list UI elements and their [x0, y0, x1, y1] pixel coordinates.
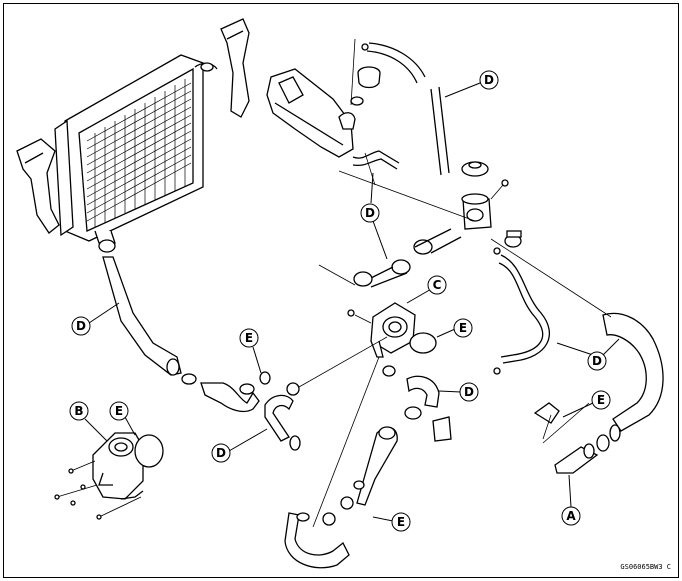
- elbow-pipe: [200, 371, 271, 413]
- callout-label-e: E: [245, 331, 253, 345]
- callout-e-o-ring-pump: [109, 401, 129, 421]
- callout-e-o-ring-elbow: [239, 328, 259, 348]
- thin-pump-hose: [493, 247, 551, 375]
- small-bent-hose: [264, 382, 301, 451]
- coolant-temperature-sensor: [533, 402, 610, 474]
- radiator: [54, 54, 218, 244]
- neck-hose-clamp: [504, 230, 522, 248]
- bypass-hoses: [318, 170, 476, 288]
- callout-label-e: E: [115, 404, 123, 418]
- breather-hose: [352, 150, 400, 186]
- callout-label-e: E: [397, 515, 405, 529]
- callout-a-sensor: [561, 506, 581, 526]
- callout-label-c: C: [433, 278, 442, 292]
- callout-e-sensor-washer: [591, 390, 611, 410]
- callout-d-lower-hose: [71, 316, 91, 336]
- callout-d-outlet-hose: [587, 351, 607, 371]
- callout-label-e: E: [597, 393, 605, 407]
- callout-d-bypass-hose: [360, 203, 380, 223]
- bottom-u-hose: [284, 512, 350, 569]
- filler-neck: [461, 161, 509, 230]
- callouts: [69, 70, 620, 532]
- water-pump: [54, 432, 164, 520]
- water-pipe-lower: [340, 426, 398, 510]
- callout-label-a: A: [566, 509, 576, 523]
- diagram-canvas: D D C E D D E A E D E D B E GS06065BW3 C: [3, 3, 679, 578]
- callout-d-pump-inlet-hose: [459, 382, 479, 402]
- reserve-tank-vent-hose: [350, 38, 426, 106]
- callout-label-d: D: [216, 446, 226, 460]
- reserve-tank: [266, 66, 381, 158]
- callout-d-small-hose: [211, 443, 231, 463]
- callout-label-d: D: [76, 319, 86, 333]
- callout-e-o-ring-pipe: [391, 512, 411, 532]
- callout-label-e: E: [459, 321, 467, 335]
- radiator-lower-hose: [98, 239, 197, 385]
- right-radiator-shroud: [220, 18, 250, 118]
- callout-label-d: D: [592, 354, 602, 368]
- callout-c-thermostat: [427, 275, 447, 295]
- callout-label-d: D: [484, 73, 494, 87]
- callout-labels: D D C E D D E A E D E D B E: [74, 73, 605, 529]
- callout-e-o-ring-thermostat: [453, 318, 473, 338]
- figure-code: GS06065BW3 C: [620, 563, 671, 571]
- left-radiator-shroud: [16, 138, 60, 234]
- thermostat-housing: [298, 302, 437, 528]
- callout-b-water-pump: [69, 401, 89, 421]
- callout-label-d: D: [464, 385, 474, 399]
- callout-label-b: B: [74, 404, 83, 418]
- callout-d-overflow-hose: [479, 70, 499, 90]
- pump-inlet-hose: [382, 365, 452, 442]
- radiator-outlet-hose: [490, 238, 664, 442]
- callout-label-d: D: [365, 206, 375, 220]
- overflow-hose: [430, 86, 450, 176]
